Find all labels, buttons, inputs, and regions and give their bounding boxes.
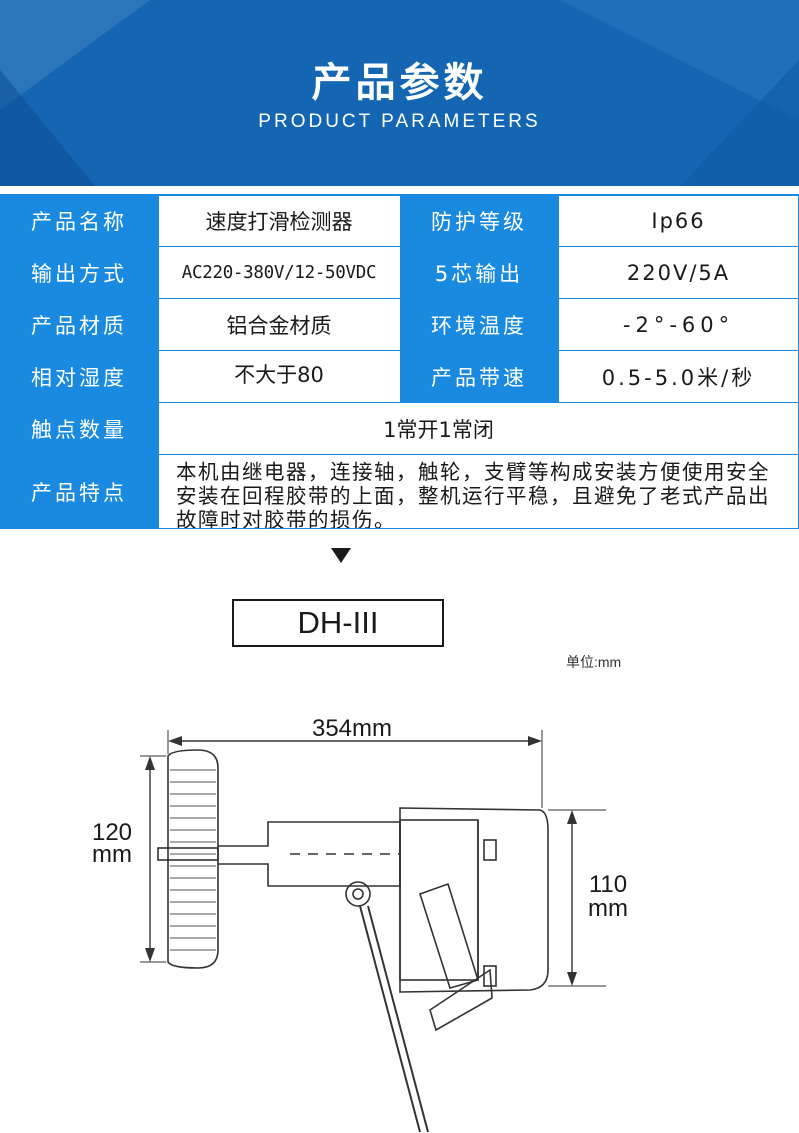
table-border-bottom (0, 528, 799, 529)
wheel-height-dimension: 120 mm (92, 755, 166, 963)
relay-box (399, 807, 549, 993)
table-divider (0, 350, 799, 351)
body-height-dimension: 110 mm (548, 809, 628, 987)
support-arm (345, 881, 493, 1133)
label-relative-humidity: 相对湿度 (0, 351, 158, 402)
value-material: 铝合金材质 (158, 299, 400, 350)
value-product-name: 速度打滑检测器 (158, 195, 400, 246)
value-ambient-temperature: -2°-60° (558, 299, 799, 350)
body-height-value: 110 (589, 871, 627, 898)
label-ambient-temperature: 环境温度 (400, 299, 558, 350)
label-features: 产品特点 (0, 455, 158, 529)
value-output-mode: AC220-380V/12-50VDC (158, 247, 400, 298)
down-arrow-icon (331, 548, 351, 563)
table-divider (0, 402, 799, 403)
label-5-core-output: 5芯输出 (400, 247, 558, 298)
table-divider (0, 246, 799, 247)
contact-wheel (157, 749, 219, 969)
label-material: 产品材质 (0, 299, 158, 350)
label-protection-grade: 防护等级 (400, 195, 558, 246)
page-subtitle: PRODUCT PARAMETERS (258, 111, 541, 132)
label-belt-speed: 产品带速 (400, 351, 558, 402)
value-belt-speed: 0.5-5.0米/秒 (558, 351, 799, 402)
value-5-core-output: 220V/5A (558, 247, 799, 298)
technical-drawing: 354mm 120 mm 110 mm (92, 715, 628, 1133)
header-banner: 产品参数 PRODUCT PARAMETERS (0, 0, 799, 186)
width-dimension-text: 354mm (312, 715, 392, 742)
table-divider (0, 298, 799, 299)
shaft-housing (218, 821, 401, 887)
body-height-unit: mm (588, 895, 628, 922)
wheel-height-value: 120 (92, 819, 132, 846)
value-protection-grade: Ip66 (558, 195, 799, 246)
table-divider (0, 454, 799, 455)
label-contact-count: 触点数量 (0, 403, 158, 454)
unit-note: 单位:mm (566, 654, 622, 670)
table-border-top (0, 194, 799, 196)
value-features: 本机由继电器，连接轴，触轮，支臂等构成安装方便使用安全安装在回程胶带的上面，整机… (158, 455, 799, 532)
banner-decoration (0, 0, 799, 186)
model-label: DH-III (232, 599, 444, 647)
label-output-mode: 输出方式 (0, 247, 158, 298)
page-title: 产品参数 (311, 60, 488, 106)
wheel-height-unit: mm (92, 841, 132, 868)
table-column-divider (158, 195, 159, 529)
table-column-divider (558, 195, 559, 402)
value-relative-humidity: 不大于80 (158, 351, 400, 402)
width-dimension: 354mm (167, 715, 543, 808)
value-contact-count: 1常开1常闭 (158, 403, 799, 454)
label-product-name: 产品名称 (0, 195, 158, 246)
parameters-table: 产品名称 速度打滑检测器 防护等级 Ip66 输出方式 AC220-380V/1… (0, 194, 799, 532)
